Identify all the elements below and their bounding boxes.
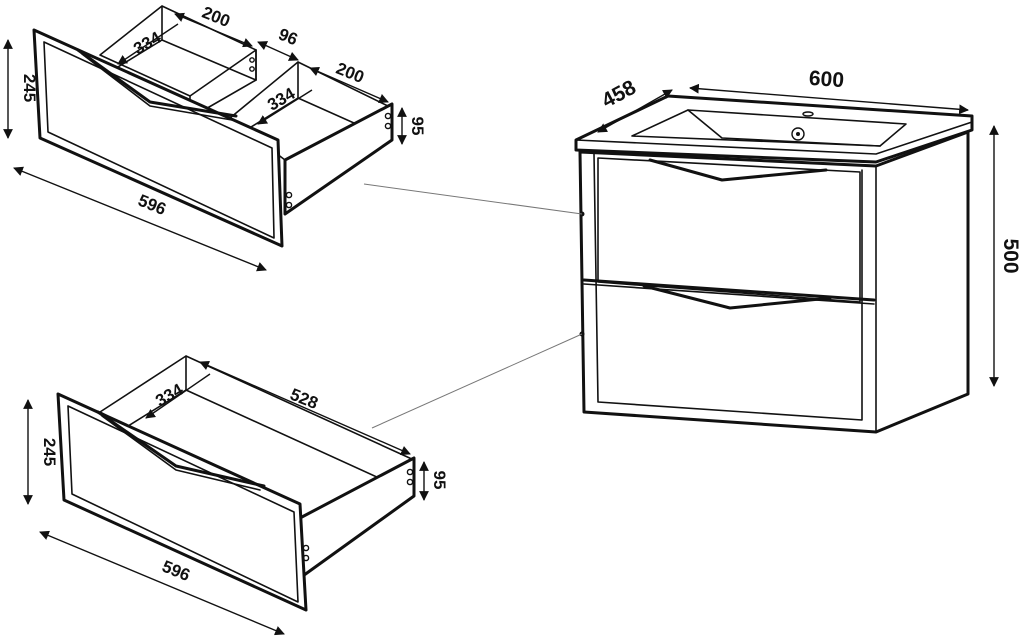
cabinet-depth-label: 458 [598, 76, 640, 113]
top-drawer [32, 5, 394, 248]
cabinet-dimensions [597, 83, 999, 387]
top-drawer-gap-label: 96 [276, 25, 301, 50]
bottom-drawer-side-height-label: 95 [430, 471, 449, 490]
leader-lines [363, 183, 583, 429]
top-drawer-side-height-label: 95 [408, 117, 427, 136]
cabinet-lower-drawer [642, 284, 832, 310]
cabinet [574, 94, 974, 434]
cabinet-width-label: 600 [808, 67, 845, 92]
dimension-labels: 245 200 334 96 200 334 95 596 458 600 50… [20, 3, 1020, 585]
cabinet-upper-drawer [582, 157, 876, 305]
top-drawer-height-label: 245 [20, 74, 39, 102]
bottom-drawer-front-width-label: 596 [159, 557, 192, 585]
cabinet-height-label: 500 [999, 238, 1020, 273]
top-drawer-dimensions [3, 12, 407, 272]
bottom-drawer-height-label: 245 [40, 438, 59, 466]
bottom-drawer [56, 355, 416, 612]
top-drawer-front-width-label: 596 [135, 191, 168, 219]
bottom-drawer-dimensions [23, 361, 429, 636]
